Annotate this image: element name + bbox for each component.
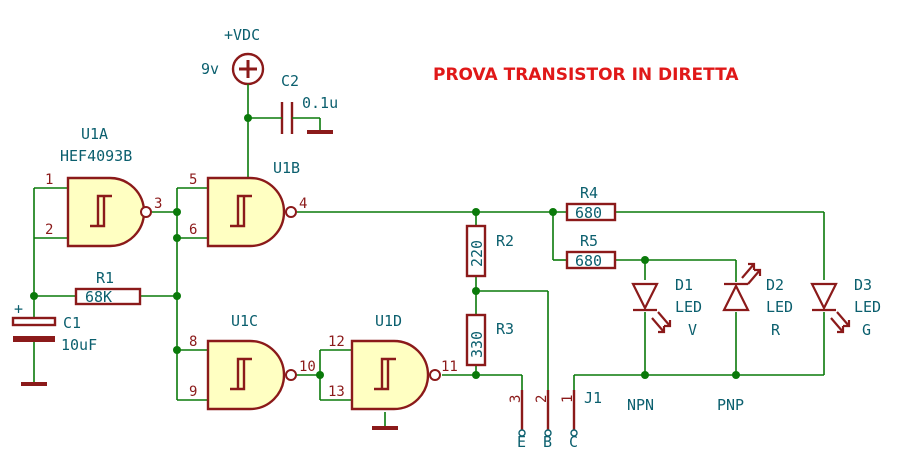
power-supply-symbol (231, 52, 265, 86)
capacitor-c1 (11, 316, 57, 386)
r2-value: 220 (468, 240, 486, 267)
r3-value: 330 (468, 331, 486, 358)
j1-label-b: B (543, 433, 552, 451)
j1-pin-2: 2 (534, 395, 550, 403)
resistor-r3 (465, 313, 487, 367)
d3-type: LED (854, 298, 881, 316)
d1-ref: D1 (675, 276, 693, 294)
gate-u1c (206, 339, 297, 411)
gate-u1b (206, 176, 297, 248)
resistor-r2 (465, 224, 487, 278)
wires (33, 84, 825, 428)
d1-color: V (688, 321, 697, 339)
j1-pin-1: 1 (560, 395, 576, 403)
r4-ref: R4 (580, 184, 598, 202)
u1b-pin-4: 4 (299, 196, 307, 212)
c1-polarity: + (14, 300, 23, 318)
u1c-pin-9: 9 (189, 384, 197, 400)
power-voltage: 9v (201, 60, 219, 78)
gate-u1d (350, 339, 441, 430)
connector-j1 (518, 390, 578, 437)
c2-value: 0.1u (302, 94, 338, 112)
r1-value: 68K (85, 288, 112, 306)
u1c-pin-8: 8 (189, 334, 197, 350)
c2-ref: C2 (281, 72, 299, 90)
r1-ref: R1 (96, 269, 114, 287)
j1-label-c: C (569, 433, 578, 451)
junction-dots (30, 114, 740, 379)
d3-color: G (862, 321, 871, 339)
npn-label: NPN (627, 396, 654, 414)
u1b-pin-6: 6 (189, 222, 197, 238)
resistor-r1 (74, 287, 142, 306)
u1a-pin-1: 1 (45, 172, 53, 188)
u1c-pin-10: 10 (299, 359, 316, 375)
c1-value: 10uF (61, 336, 97, 354)
u1d-pin-13: 13 (328, 384, 345, 400)
r5-ref: R5 (580, 232, 598, 250)
resistor-r5 (565, 250, 617, 270)
c1-ref: C1 (63, 314, 81, 332)
ground-symbol (21, 382, 47, 386)
u1a-part: HEF4093B (60, 147, 132, 165)
capacitor-c2 (248, 102, 333, 134)
j1-ref: J1 (584, 389, 602, 407)
j1-pin-3: 3 (508, 395, 524, 403)
r4-value: 680 (575, 204, 602, 222)
pnp-label: PNP (717, 396, 744, 414)
power-label: +VDC (224, 26, 260, 44)
led-d2 (722, 262, 762, 312)
led-d1 (631, 282, 672, 334)
led-d3 (810, 282, 851, 334)
d2-ref: D2 (766, 276, 784, 294)
resistor-r4 (565, 202, 617, 222)
d3-ref: D3 (854, 276, 872, 294)
j1-label-e: E (517, 433, 526, 451)
gate-u1a (66, 176, 152, 248)
schematic-title: PROVA TRANSISTOR IN DIRETTA (433, 65, 739, 85)
d2-color: R (771, 321, 781, 339)
u1a-pin-3: 3 (154, 196, 162, 212)
u1b-pin-5: 5 (189, 172, 197, 188)
d2-type: LED (766, 298, 793, 316)
r3-ref: R3 (496, 320, 514, 338)
u1b-ref: U1B (273, 159, 300, 177)
r5-value: 680 (575, 252, 602, 270)
u1a-pin-2: 2 (45, 222, 53, 238)
u1d-pin-12: 12 (328, 334, 345, 350)
d1-type: LED (675, 298, 702, 316)
u1d-pin-11: 11 (441, 359, 458, 375)
ground-symbol (372, 426, 398, 430)
u1a-ref: U1A (81, 125, 108, 143)
r2-ref: R2 (496, 232, 514, 250)
u1d-ref: U1D (375, 312, 402, 330)
u1c-ref: U1C (231, 312, 258, 330)
ground-symbol (307, 130, 333, 134)
